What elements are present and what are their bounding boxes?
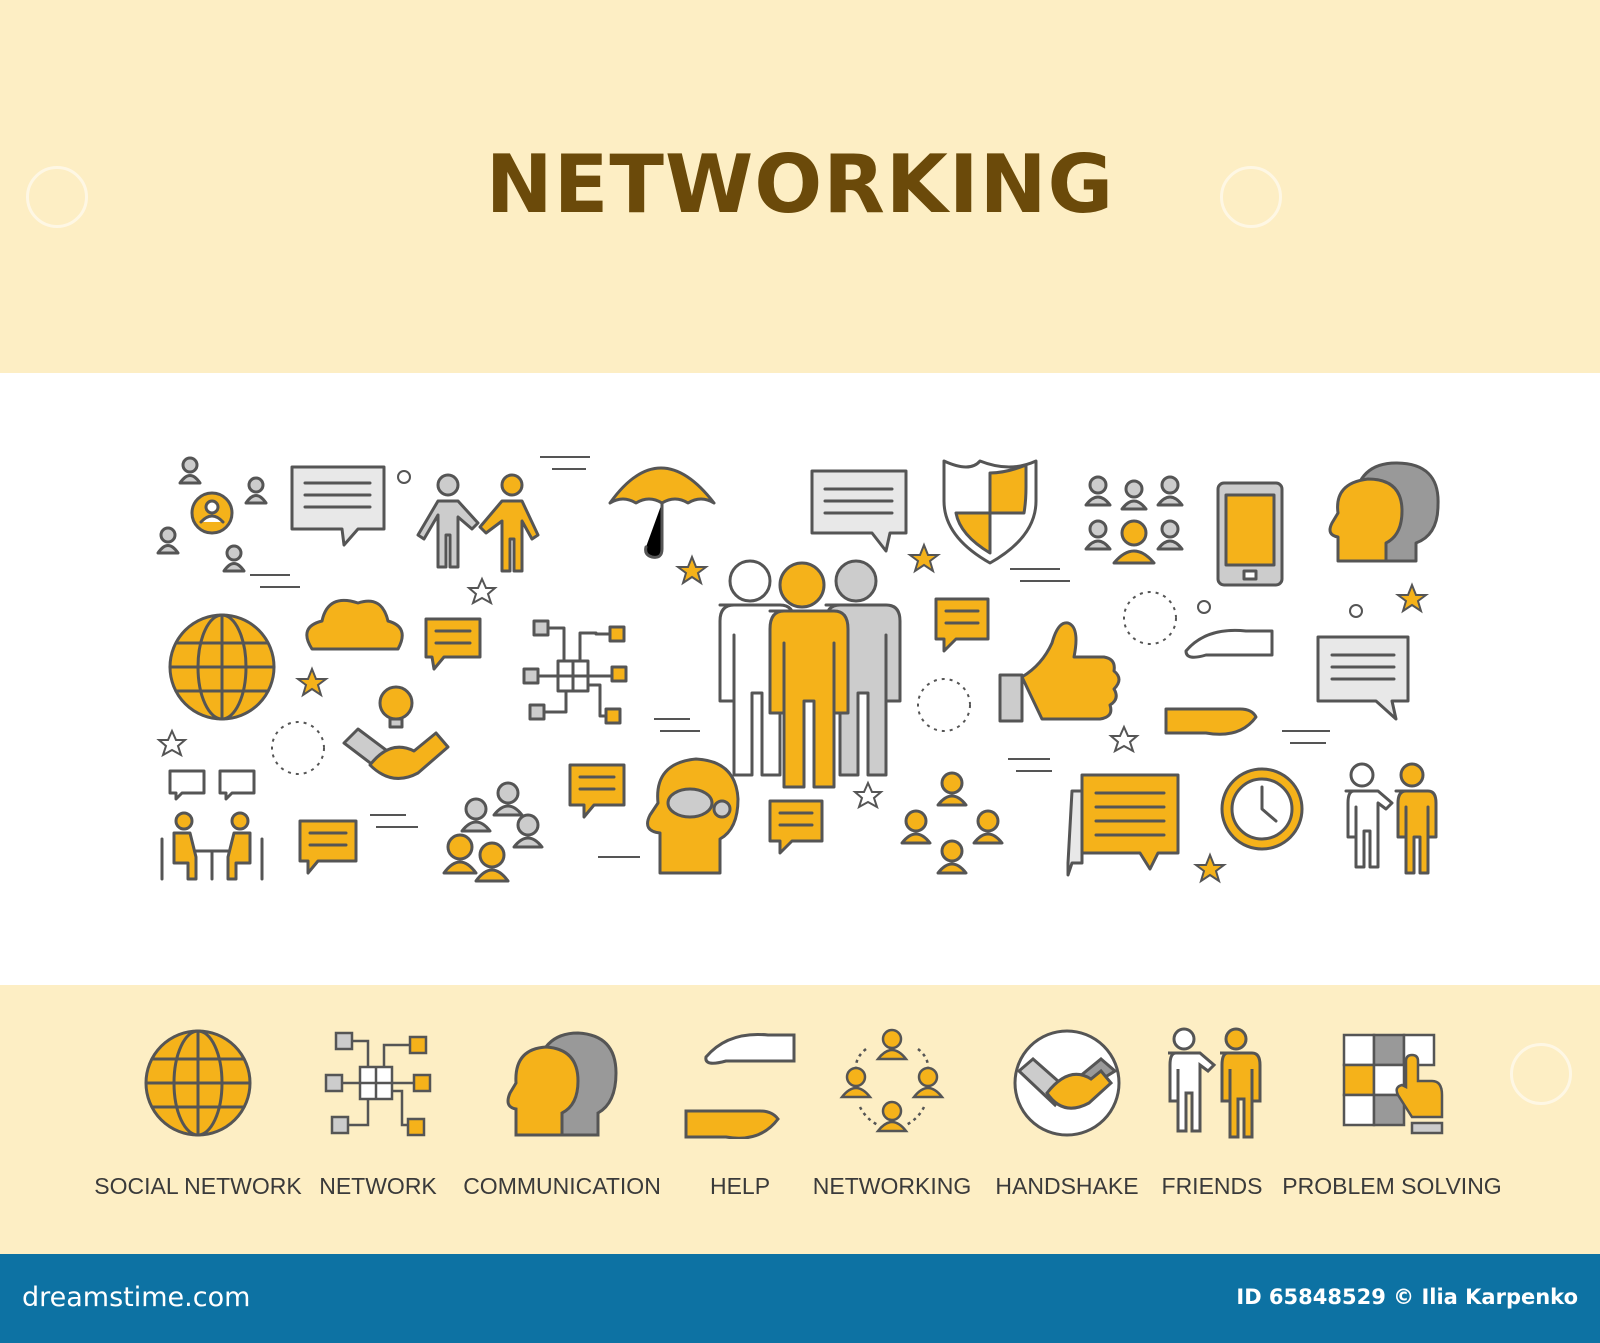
message-icon: [568, 763, 626, 819]
globe-icon: [168, 613, 276, 721]
feature-label: COMMUNICATION: [463, 1173, 661, 1199]
header-band: NETWORKING: [0, 0, 1600, 373]
star-icon: [1395, 582, 1429, 614]
footer-credit: ID 65848529 © Ilia Karpenko: [1236, 1285, 1578, 1309]
social-network-icon: [156, 456, 268, 573]
watermark-icon: [1510, 1043, 1572, 1105]
network-diagram-icon: [324, 1031, 432, 1137]
feature-label: HANDSHAKE: [995, 1173, 1139, 1199]
puzzle-icon: [1342, 1033, 1444, 1135]
message-icon: [424, 617, 482, 671]
clock-icon: [1220, 767, 1304, 851]
friends-icon: [1168, 1027, 1262, 1139]
users-icon: [442, 781, 544, 883]
feature-label: PROBLEM SOLVING: [1282, 1173, 1502, 1199]
speech-bubble-icon: [290, 465, 386, 547]
footer-site-logo[interactable]: dreamstime.com: [22, 1282, 251, 1313]
feature-label: HELP: [709, 1173, 771, 1199]
people-circle-icon: [839, 1028, 945, 1133]
chat-icon: [1066, 773, 1180, 877]
star-icon: [907, 542, 941, 574]
watermark-icon: [1220, 166, 1282, 228]
icon-collage: [0, 373, 1600, 985]
message-icon: [934, 597, 990, 653]
feature-label: SOCIAL NETWORK: [94, 1173, 302, 1199]
network-diagram-icon: [522, 619, 628, 725]
features-band: SOCIAL NETWORK NETWORK COMMUNIC: [0, 985, 1600, 1254]
page-title: NETWORKING: [485, 138, 1115, 231]
helping-hands-icon: [684, 1032, 796, 1139]
globe-icon: [144, 1029, 252, 1137]
star-icon: [295, 666, 329, 698]
message-icon: [298, 819, 358, 875]
meeting-icon: [160, 769, 264, 881]
helping-hands-icon: [1164, 628, 1274, 736]
team-icon: [718, 559, 902, 789]
people-circle-icon: [900, 771, 1004, 875]
message-icon: [768, 799, 824, 855]
handshake-icon: [1013, 1029, 1121, 1137]
star-outline-icon: [852, 780, 884, 810]
speech-bubble-icon: [1316, 635, 1410, 721]
handshake-icon: [342, 685, 450, 780]
head-profile-icon: [1328, 461, 1440, 563]
thumbs-up-icon: [998, 621, 1121, 723]
feature-label: NETWORKING: [812, 1173, 972, 1199]
star-icon: [1193, 852, 1227, 884]
star-outline-icon: [1108, 724, 1140, 754]
cloud-icon: [305, 598, 404, 651]
phone-icon: [1216, 481, 1284, 587]
friends-icon: [1344, 762, 1438, 875]
brain-head-icon: [646, 757, 740, 875]
star-outline-icon: [466, 576, 498, 606]
watermark-icon: [26, 166, 88, 228]
umbrella-icon: [608, 466, 716, 559]
shield-icon: [942, 459, 1038, 565]
speech-bubble-icon: [810, 469, 908, 553]
collage-svg: [156, 456, 1440, 884]
feature-label: NETWORK: [319, 1173, 437, 1199]
footer-bar: dreamstime.com ID 65848529 © Ilia Karpen…: [0, 1254, 1600, 1343]
head-profile-icon: [506, 1031, 618, 1137]
star-outline-icon: [156, 728, 188, 758]
star-icon: [675, 554, 709, 586]
feature-label: FRIENDS: [1161, 1173, 1263, 1199]
partners-icon: [416, 473, 540, 573]
crowd-icon: [1084, 475, 1184, 565]
